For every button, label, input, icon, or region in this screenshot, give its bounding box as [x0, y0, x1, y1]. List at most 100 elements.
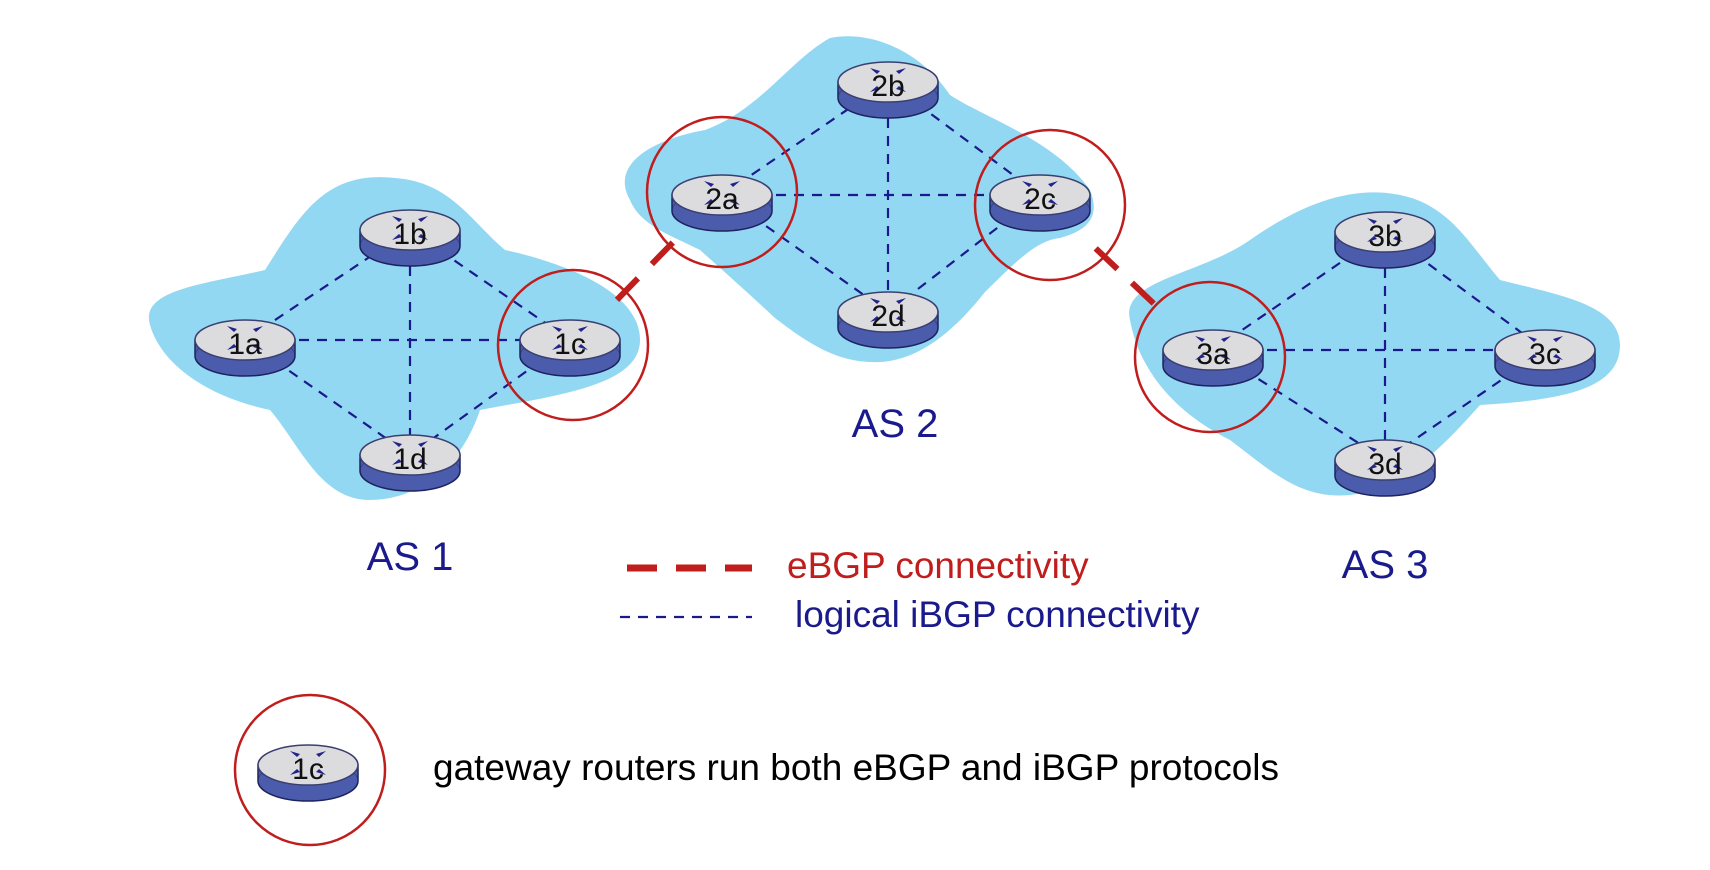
router-arrow-mark	[290, 769, 300, 775]
router-arrow-mark	[253, 326, 263, 332]
router-2d: 2d	[837, 291, 939, 349]
router-arrow-mark	[418, 441, 428, 447]
router-arrow-mark	[1553, 336, 1563, 342]
router-top	[1494, 329, 1596, 371]
router-arrow-mark	[896, 316, 906, 322]
router-arrow-mark	[1221, 354, 1231, 360]
router-arrow-mark	[1393, 218, 1403, 224]
ebgp-link-1c-2a	[614, 235, 681, 302]
router-arrow-mark	[730, 181, 740, 187]
legend-gateway-text: gateway routers run both eBGP and iBGP p…	[433, 747, 1279, 788]
router-1d: 1d	[359, 434, 461, 492]
router-2a: 2a	[671, 174, 773, 232]
router-arrow-mark	[392, 459, 402, 465]
router-arrow-mark	[552, 344, 562, 350]
router-top	[359, 434, 461, 476]
router-top	[837, 61, 939, 103]
router-top	[1162, 329, 1264, 371]
router-arrow-mark	[896, 68, 906, 74]
ebgp-link-2c-3a	[1093, 246, 1167, 316]
as2-cloud	[624, 36, 1094, 363]
router-arrow-mark	[1367, 446, 1377, 452]
router-arrow-mark	[870, 298, 880, 304]
router-arrow-mark	[1393, 446, 1403, 452]
router-arrow-mark	[392, 234, 402, 240]
ibgp-link-1c-1d	[409, 339, 571, 456]
ibgp-link-2b-2c	[887, 81, 1041, 196]
legend-ebgp-label: eBGP connectivity	[787, 545, 1089, 586]
legend-router-icon: 1c	[257, 744, 359, 802]
gateway-circle-2a	[645, 115, 799, 269]
router-3d: 3d	[1334, 439, 1436, 497]
router-arrow-mark	[1367, 236, 1377, 242]
router-label: 2c	[1024, 183, 1056, 216]
router-3b: 3b	[1334, 211, 1436, 269]
as1-label: AS 1	[367, 535, 454, 579]
gateway-circle-2c	[973, 128, 1127, 282]
router-arrow-mark	[1048, 181, 1058, 187]
ibgp-link-1a-1d	[244, 339, 411, 456]
router-arrow-mark	[253, 344, 263, 350]
router-top	[194, 319, 296, 361]
router-arrow-mark	[227, 326, 237, 332]
gateway-circle-1c	[496, 268, 650, 422]
router-arrow-mark	[227, 344, 237, 350]
router-arrow-mark	[870, 86, 880, 92]
router-label: 3d	[1368, 448, 1401, 481]
ibgp-link-3c-3d	[1384, 349, 1546, 461]
router-top	[837, 291, 939, 333]
router-arrow-mark	[896, 86, 906, 92]
ibgp-link-1b-1c	[409, 229, 571, 341]
router-2b: 2b	[837, 61, 939, 119]
router-label: 2a	[705, 183, 739, 216]
router-arrow-mark	[1367, 464, 1377, 470]
router-arrow-mark	[418, 216, 428, 222]
router-label: 3a	[1196, 338, 1230, 371]
router-arrow-mark	[418, 234, 428, 240]
legend-ibgp-label: logical iBGP connectivity	[795, 594, 1200, 635]
router-arrow-mark	[578, 344, 588, 350]
ibgp-link-3b-3c	[1384, 231, 1546, 351]
router-arrow-mark	[1022, 181, 1032, 187]
gateway-circles	[496, 115, 1287, 434]
router-arrow-mark	[578, 326, 588, 332]
router-top	[989, 174, 1091, 216]
router-3c: 3c	[1494, 329, 1596, 387]
router-top	[359, 209, 461, 251]
router-arrow-mark	[392, 216, 402, 222]
router-top	[1334, 439, 1436, 481]
router-2c: 2c	[989, 174, 1091, 232]
router-arrow-mark	[704, 199, 714, 205]
gateway-circle-3a	[1133, 280, 1287, 434]
legend-gateway-router: 1c	[233, 693, 387, 847]
router-arrow-mark	[1022, 199, 1032, 205]
router-arrow-mark	[1367, 218, 1377, 224]
ibgp-link-2c-2d	[887, 194, 1041, 313]
router-arrow-mark	[1393, 464, 1403, 470]
as2-label: AS 2	[852, 402, 939, 446]
router-label: 1d	[393, 443, 426, 476]
router-arrow-mark	[730, 199, 740, 205]
ibgp-link-2a-2d	[721, 194, 889, 313]
ibgp-links	[244, 81, 1546, 461]
router-label: 3b	[1368, 220, 1401, 253]
router-top	[519, 319, 621, 361]
router-1c: 1c	[519, 319, 621, 377]
ibgp-link-3a-3d	[1212, 349, 1386, 461]
router-label: 1c	[292, 753, 324, 786]
as1-cloud	[148, 177, 640, 500]
router-arrow-mark	[1048, 199, 1058, 205]
router-arrow-mark	[316, 769, 326, 775]
router-label: 2d	[871, 300, 904, 333]
router-arrow-mark	[870, 68, 880, 74]
router-top	[257, 744, 359, 786]
router-arrow-mark	[316, 751, 326, 757]
router-1a: 1a	[194, 319, 296, 377]
router-label: 2b	[871, 70, 904, 103]
router-arrow-mark	[552, 326, 562, 332]
router-arrow-mark	[392, 441, 402, 447]
router-arrow-mark	[1195, 336, 1205, 342]
as3-label: AS 3	[1342, 543, 1429, 587]
